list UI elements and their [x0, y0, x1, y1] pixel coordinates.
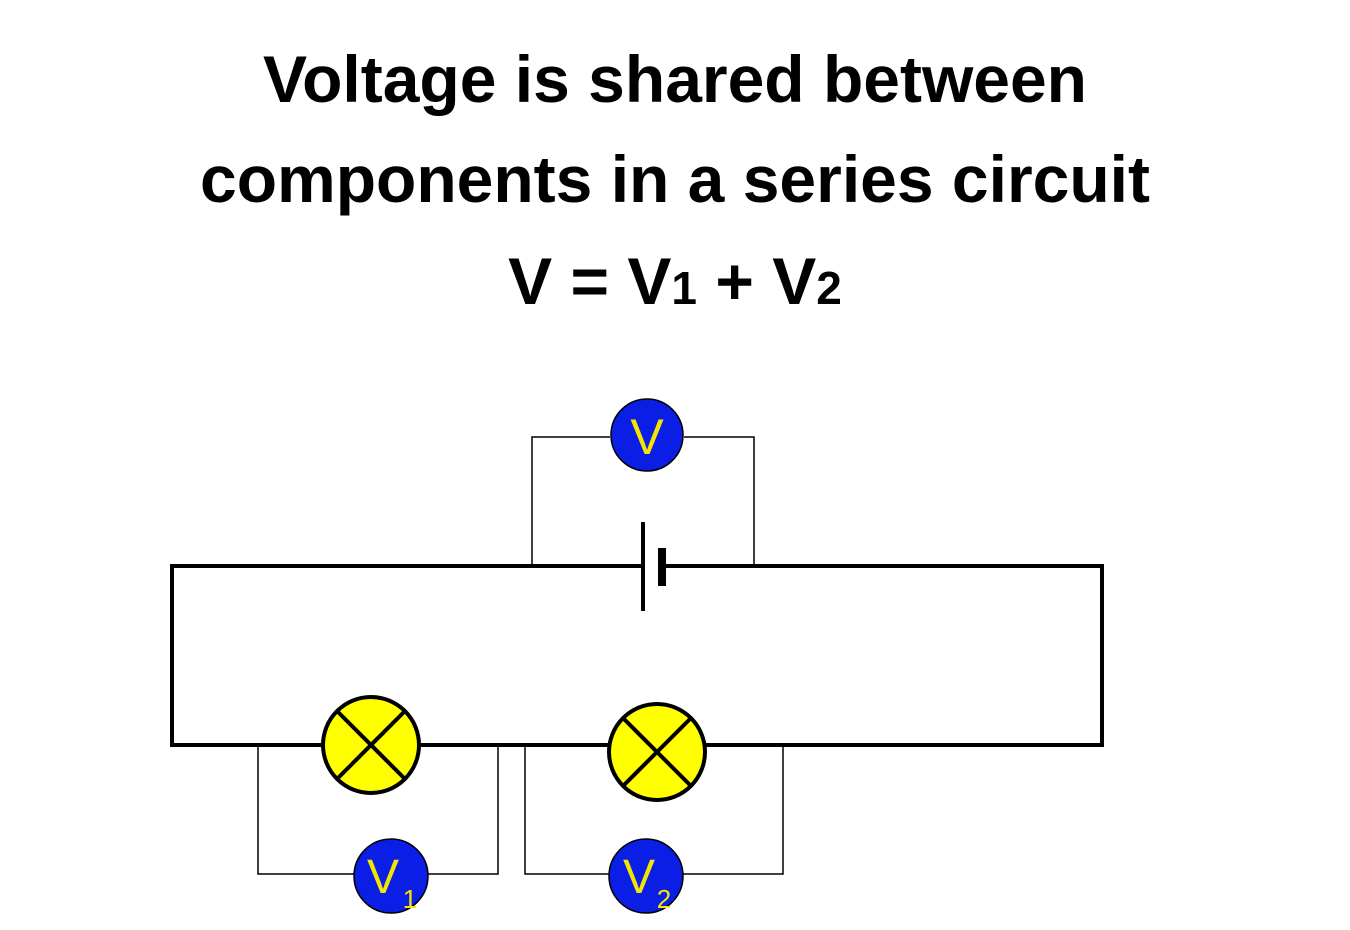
- voltmeter-total-label: V: [630, 409, 664, 465]
- voltmeter-1-label: V: [367, 851, 399, 904]
- formula-v: V: [508, 244, 553, 318]
- main-wires: [170, 564, 1104, 747]
- formula: V = V1 + V2: [0, 248, 1350, 321]
- formula-plus: +: [697, 244, 773, 318]
- voltmeter-2-label: V: [623, 851, 655, 904]
- title-line-2: components in a series circuit: [200, 142, 1150, 216]
- formula-equals: =: [552, 244, 628, 318]
- formula-v1: V1: [627, 244, 698, 318]
- voltmeter-1-wires: [257, 745, 499, 875]
- battery-cell: [641, 522, 666, 611]
- lamp-1: [321, 695, 421, 795]
- voltmeter-1: V 1: [353, 838, 429, 914]
- voltmeter-2-wires: [524, 745, 784, 875]
- lamp-2: [607, 702, 707, 802]
- formula-v2: V2: [772, 244, 842, 318]
- voltmeter-2-circle: [608, 838, 684, 914]
- voltmeter-total: V: [610, 398, 684, 472]
- voltmeter-total-circle: [610, 398, 684, 472]
- voltmeter-2-subscript: 2: [657, 884, 671, 914]
- voltmeter-total-wires: [531, 436, 755, 566]
- voltmeter-2: V 2: [608, 838, 684, 914]
- voltmeter-1-subscript: 1: [403, 884, 417, 914]
- formula-v2-digit: 2: [816, 262, 842, 314]
- voltmeter-1-circle: [353, 838, 429, 914]
- title-line-1: Voltage is shared between: [262, 42, 1088, 116]
- formula-v1-digit: 1: [671, 262, 698, 314]
